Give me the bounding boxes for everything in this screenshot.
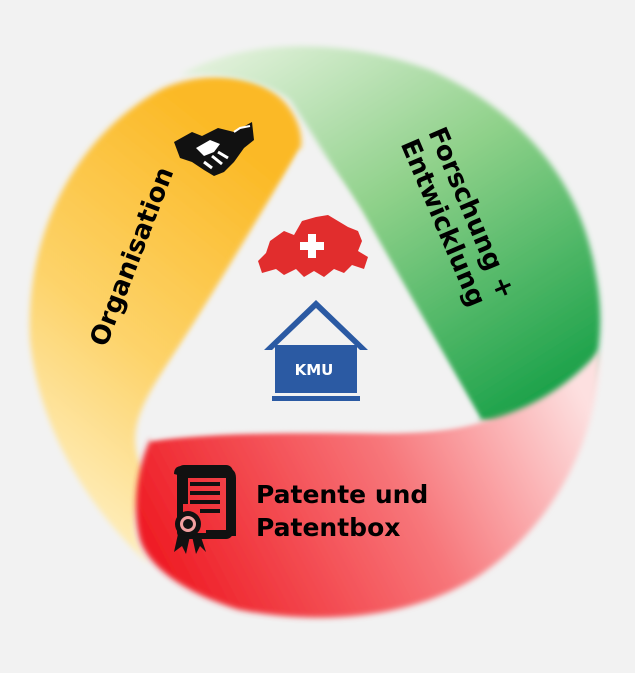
swiss-map-flag-icon <box>258 215 368 277</box>
segment-forschung <box>180 46 601 424</box>
svg-text:Patente und: Patente und <box>256 480 428 509</box>
patente-label: Patente und Patentbox <box>256 480 428 542</box>
house-label: KMU <box>295 361 334 379</box>
handshake-icon <box>174 122 254 176</box>
center-area <box>148 150 480 440</box>
segment-patente <box>135 350 600 618</box>
segment-organisation <box>29 76 302 565</box>
svg-text:Patentbox: Patentbox <box>256 513 400 542</box>
house-icon <box>264 300 368 401</box>
certificate-icon <box>174 465 236 554</box>
